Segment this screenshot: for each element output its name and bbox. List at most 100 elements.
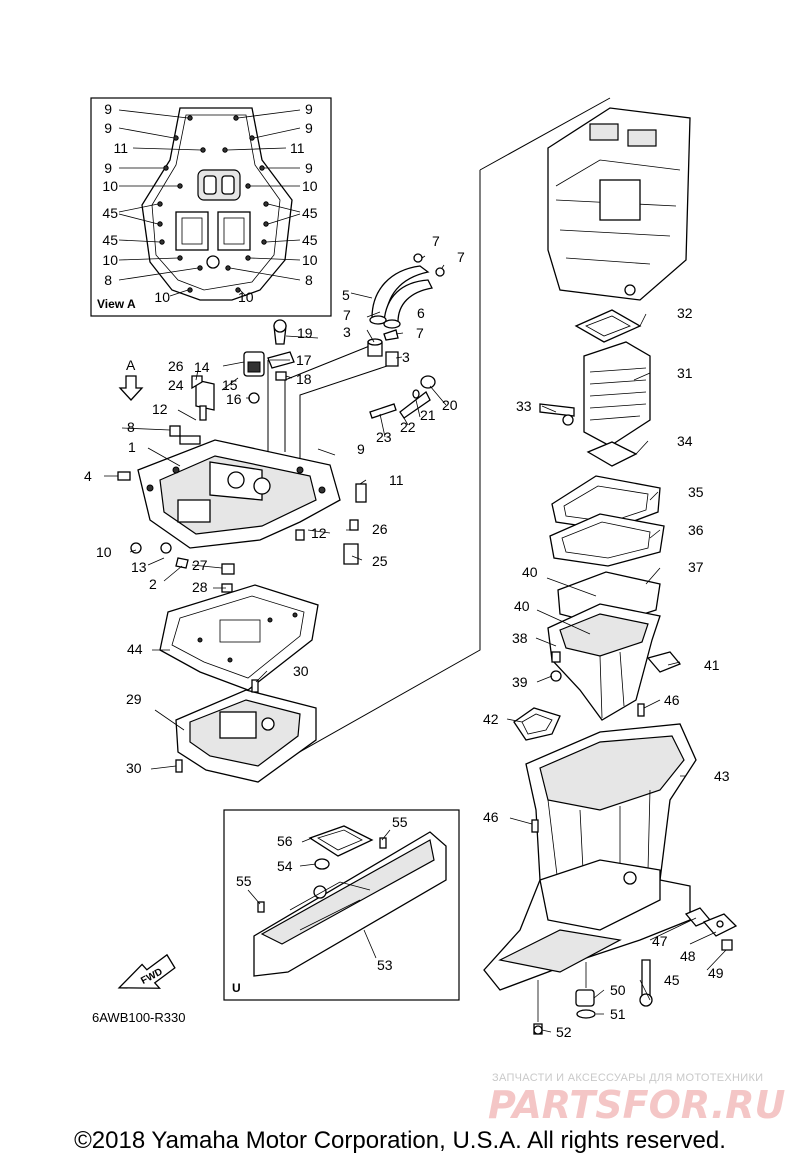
plate-36 — [549, 513, 665, 567]
box-u-frame — [223, 809, 460, 1001]
callout-12a: 12 — [152, 401, 168, 417]
callout-33: 33 — [516, 398, 532, 414]
view-a-label-l10: 10 — [154, 289, 170, 305]
tube-22 — [399, 391, 431, 419]
callout-14: 14 — [194, 359, 210, 375]
callout-7a: 7 — [432, 233, 440, 249]
callout-34: 34 — [677, 433, 693, 449]
view-a-inset: 9 9 11 9 10 45 45 10 8 10 9 9 11 9 10 45… — [90, 97, 332, 317]
callout-7c: 7 — [343, 307, 351, 323]
callout-49: 49 — [708, 965, 724, 981]
callout-48: 48 — [680, 948, 696, 964]
fwd-arrow: FWD — [117, 953, 176, 989]
callout-44: 44 — [127, 641, 143, 657]
callout-55a: 55 — [392, 814, 408, 830]
callout-50: 50 — [610, 982, 626, 998]
callout-45: 45 — [664, 972, 680, 988]
callout-7d: 7 — [416, 325, 424, 341]
engine-block-outline — [547, 107, 691, 301]
assembly-guide-line — [249, 97, 611, 781]
view-a-label-r3: 11 — [290, 140, 305, 156]
callout-51: 51 — [610, 1006, 626, 1022]
gasket-56 — [308, 825, 374, 857]
callout-46b: 46 — [483, 809, 499, 825]
callout-19: 19 — [297, 325, 313, 341]
gasket-44 — [159, 584, 319, 691]
callout-40b: 40 — [514, 598, 530, 614]
damper-41 — [646, 651, 682, 673]
callout-43: 43 — [714, 768, 730, 784]
callout-3b: 3 — [402, 349, 410, 365]
upper-casing-43 — [483, 723, 697, 991]
watermark-logo: PARTSFOR.RU — [488, 1083, 786, 1126]
view-a-label-l5: 10 — [102, 178, 118, 194]
view-a-label-l7: 45 — [102, 232, 118, 248]
callout-30a: 30 — [293, 663, 309, 679]
view-a-label-l8: 10 — [102, 252, 118, 268]
view-a-frame — [90, 97, 332, 317]
view-a-base-plate — [141, 107, 293, 301]
watermark-subtitle: ЗАПЧАСТИ И АКСЕССУАРЫ ДЛЯ МОТОТЕХНИКИ — [492, 1072, 764, 1084]
callout-9: 9 — [357, 441, 365, 457]
view-a-label-l3: 11 — [113, 140, 128, 156]
view-a-label-l2: 9 — [104, 120, 112, 136]
callout-40a: 40 — [522, 564, 538, 580]
callout-23: 23 — [376, 429, 392, 445]
view-a-label-r9: 8 — [305, 272, 313, 288]
exhaust-guide-29 — [175, 679, 317, 783]
callout-35: 35 — [688, 484, 704, 500]
callout-56: 56 — [277, 833, 293, 849]
callout-3a: 3 — [343, 324, 351, 340]
box-u — [223, 809, 460, 1001]
callout-36: 36 — [688, 522, 704, 538]
copyright-notice: ©2018 Yamaha Motor Corporation, U.S.A. A… — [74, 1127, 726, 1154]
gasket-35 — [551, 475, 661, 531]
seal-54 — [314, 858, 330, 870]
callout-26b: 26 — [372, 521, 388, 537]
watermark-logo-text: PARTSFOR.RU — [488, 1083, 786, 1126]
callout-32: 32 — [677, 305, 693, 321]
view-a-label-l9: 8 — [104, 272, 112, 288]
view-a-arrow: A — [118, 357, 144, 401]
callout-16: 16 — [226, 391, 242, 407]
view-a-label-r2: 9 — [305, 120, 313, 136]
callout-10: 10 — [96, 544, 112, 560]
view-a-label-l1: 9 — [104, 101, 112, 117]
callout-8: 8 — [127, 419, 135, 435]
callout-13: 13 — [131, 559, 147, 575]
callout-41: 41 — [704, 657, 720, 673]
view-a-label-l4: 9 — [104, 160, 112, 176]
callout-1: 1 — [128, 439, 136, 455]
view-a-label-r10: 10 — [238, 289, 254, 305]
callout-52: 52 — [556, 1024, 572, 1040]
callout-47: 47 — [652, 933, 668, 949]
view-a-label-r4: 9 — [305, 160, 313, 176]
callout-20: 20 — [442, 397, 458, 413]
box-u-title: U — [232, 981, 241, 995]
callout-39: 39 — [512, 674, 528, 690]
callout-30b: 30 — [126, 760, 142, 776]
callout-5: 5 — [342, 287, 350, 303]
callout-21: 21 — [420, 407, 436, 423]
seal-34 — [586, 441, 638, 467]
view-a-label-r7: 45 — [302, 232, 318, 248]
callout-11: 11 — [389, 472, 404, 488]
lower-fasteners — [533, 907, 738, 1035]
callout-22: 22 — [400, 419, 416, 435]
callout-24: 24 — [168, 377, 184, 393]
view-a-label-r1: 9 — [305, 101, 313, 117]
callout-4: 4 — [84, 468, 92, 484]
callout-2: 2 — [149, 576, 157, 592]
view-a-label-r6: 45 — [302, 205, 318, 221]
callout-29: 29 — [126, 691, 142, 707]
callout-28: 28 — [192, 579, 208, 595]
callout-25: 25 — [372, 553, 388, 569]
callout-54: 54 — [277, 858, 293, 874]
diagram-code: 6AWB100-R330 — [92, 1010, 186, 1025]
exhaust-manifold — [117, 425, 367, 593]
callout-53: 53 — [377, 957, 393, 973]
callout-31: 31 — [677, 365, 693, 381]
callout-26a: 26 — [168, 358, 184, 374]
callout-7b: 7 — [457, 249, 465, 265]
